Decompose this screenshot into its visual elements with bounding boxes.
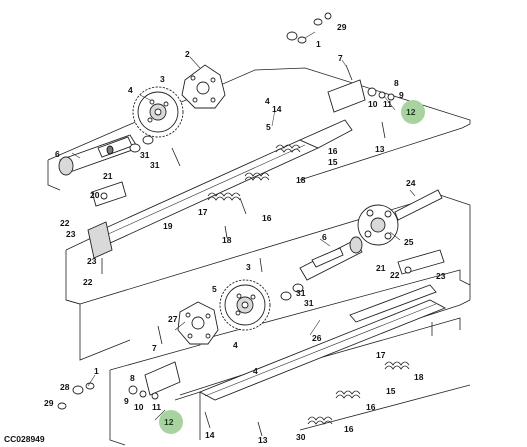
part-label-22-mid: 22 <box>83 277 93 287</box>
part-labels: 29 1 2 7 8 9 10 11 13 3 4 4 14 5 6 31 31… <box>44 22 446 445</box>
lower-square-shaft <box>198 284 447 401</box>
part-label-1-lower: 1 <box>94 366 99 376</box>
part-label-22-upper: 22 <box>60 218 70 228</box>
torsion-spring-lower-left <box>307 416 333 425</box>
part-label-23-upper: 23 <box>66 229 76 239</box>
callout-marker-lower <box>159 410 183 434</box>
part-label-29-top: 29 <box>337 22 347 32</box>
part-label-24: 24 <box>406 178 416 188</box>
lower-drive-shaft <box>299 236 363 281</box>
lower-sprocket <box>219 279 271 331</box>
lower-hub-plate <box>177 301 219 345</box>
lower-assembly-frame <box>109 269 471 446</box>
callout-marker-upper <box>401 100 425 124</box>
part-label-16-top: 16 <box>328 146 338 156</box>
part-label-6-top: 6 <box>55 149 60 159</box>
washer-stack-bottom-left <box>57 382 95 410</box>
part-label-4-lower: 4 <box>233 340 238 350</box>
washers-lower-shaft <box>280 283 304 301</box>
part-label-20-upper: 20 <box>90 190 100 200</box>
part-label-15-top: 15 <box>328 157 338 167</box>
part-label-16-lower-b: 16 <box>344 424 354 434</box>
part-label-28: 28 <box>60 382 70 392</box>
part-label-26: 26 <box>312 333 322 343</box>
left-bearing-block <box>91 181 127 207</box>
part-label-22-right: 22 <box>390 270 400 280</box>
lower-left-bracket <box>128 361 181 400</box>
upper-drive-shaft <box>58 134 139 176</box>
callout-label-lower: 12 <box>164 417 174 427</box>
part-label-13-top: 13 <box>375 144 385 154</box>
part-label-29-lower: 29 <box>44 398 54 408</box>
upper-sprocket <box>132 86 184 138</box>
callout-label-upper: 12 <box>406 107 416 117</box>
part-label-21-upper: 21 <box>103 171 113 181</box>
right-bearing-block <box>397 249 445 275</box>
bolts <box>101 64 433 437</box>
part-label-31-lower-b: 31 <box>304 298 314 308</box>
part-label-14-top: 14 <box>272 104 282 114</box>
part-label-8-lower: 8 <box>130 373 135 383</box>
part-label-7-top: 7 <box>338 53 343 63</box>
part-label-8-top: 8 <box>394 78 399 88</box>
part-label-18-upper: 18 <box>222 235 232 245</box>
torsion-spring-upper-mid <box>244 172 270 181</box>
torsion-spring-upper-right <box>275 144 301 153</box>
callout-12-upper[interactable]: 12 <box>401 100 425 124</box>
part-label-16-upper: 16 <box>262 213 272 223</box>
part-label-5-lower: 5 <box>212 284 217 294</box>
washers-upper-shaft <box>129 135 154 153</box>
part-label-11-lower: 11 <box>152 402 161 412</box>
part-label-4-top: 4 <box>128 85 133 95</box>
part-label-17-lower: 17 <box>376 350 386 360</box>
part-label-15-lower: 15 <box>386 386 396 396</box>
part-label-31-lower-a: 31 <box>296 288 306 298</box>
part-label-14-lower: 14 <box>205 430 215 440</box>
part-label-27: 27 <box>168 314 178 324</box>
torsion-spring-lower-mid <box>335 390 361 399</box>
part-label-25: 25 <box>404 237 414 247</box>
part-label-5-top: 5 <box>266 122 271 132</box>
torsion-spring-lower-right <box>384 361 410 370</box>
part-label-9-lower: 9 <box>124 396 129 406</box>
part-label-4-mid: 4 <box>265 96 270 106</box>
part-label-30: 30 <box>296 432 306 442</box>
part-label-31-top-b: 31 <box>150 160 160 170</box>
part-label-17-upper: 17 <box>198 207 208 217</box>
part-label-6-mid: 6 <box>322 232 327 242</box>
figure-reference-id: CC028949 <box>4 434 45 444</box>
part-label-11-top: 11 <box>383 99 392 109</box>
part-label-10-lower: 10 <box>134 402 144 412</box>
part-label-18-lower: 18 <box>414 372 424 382</box>
part-label-3-top: 3 <box>160 74 165 84</box>
upper-hub-plate <box>181 64 226 109</box>
part-label-18-top: 18 <box>296 175 306 185</box>
part-label-31-top-a: 31 <box>140 150 150 160</box>
part-label-10-top: 10 <box>368 99 378 109</box>
upper-square-shaft <box>87 119 353 259</box>
part-label-2-top: 2 <box>185 49 190 59</box>
part-label-23-mid: 23 <box>87 256 97 266</box>
part-label-13-lower: 13 <box>258 435 268 445</box>
part-label-21-right: 21 <box>376 263 386 273</box>
part-label-1-top: 1 <box>316 39 321 49</box>
torsion-spring-upper-left <box>207 192 247 215</box>
washer-stack-top <box>286 12 332 44</box>
part-label-9-top: 9 <box>399 90 404 100</box>
callout-12-lower[interactable]: 12 <box>159 410 183 434</box>
upper-right-bracket <box>327 79 395 113</box>
part-label-7-lower: 7 <box>152 343 157 353</box>
part-label-19: 19 <box>163 221 173 231</box>
part-label-4-bottom: 4 <box>253 366 258 376</box>
part-label-23-right: 23 <box>436 271 446 281</box>
part-label-3-lower: 3 <box>246 262 251 272</box>
leader-lines <box>71 31 416 421</box>
part-label-16-lower-a: 16 <box>366 402 376 412</box>
right-hub-plate <box>357 189 443 246</box>
